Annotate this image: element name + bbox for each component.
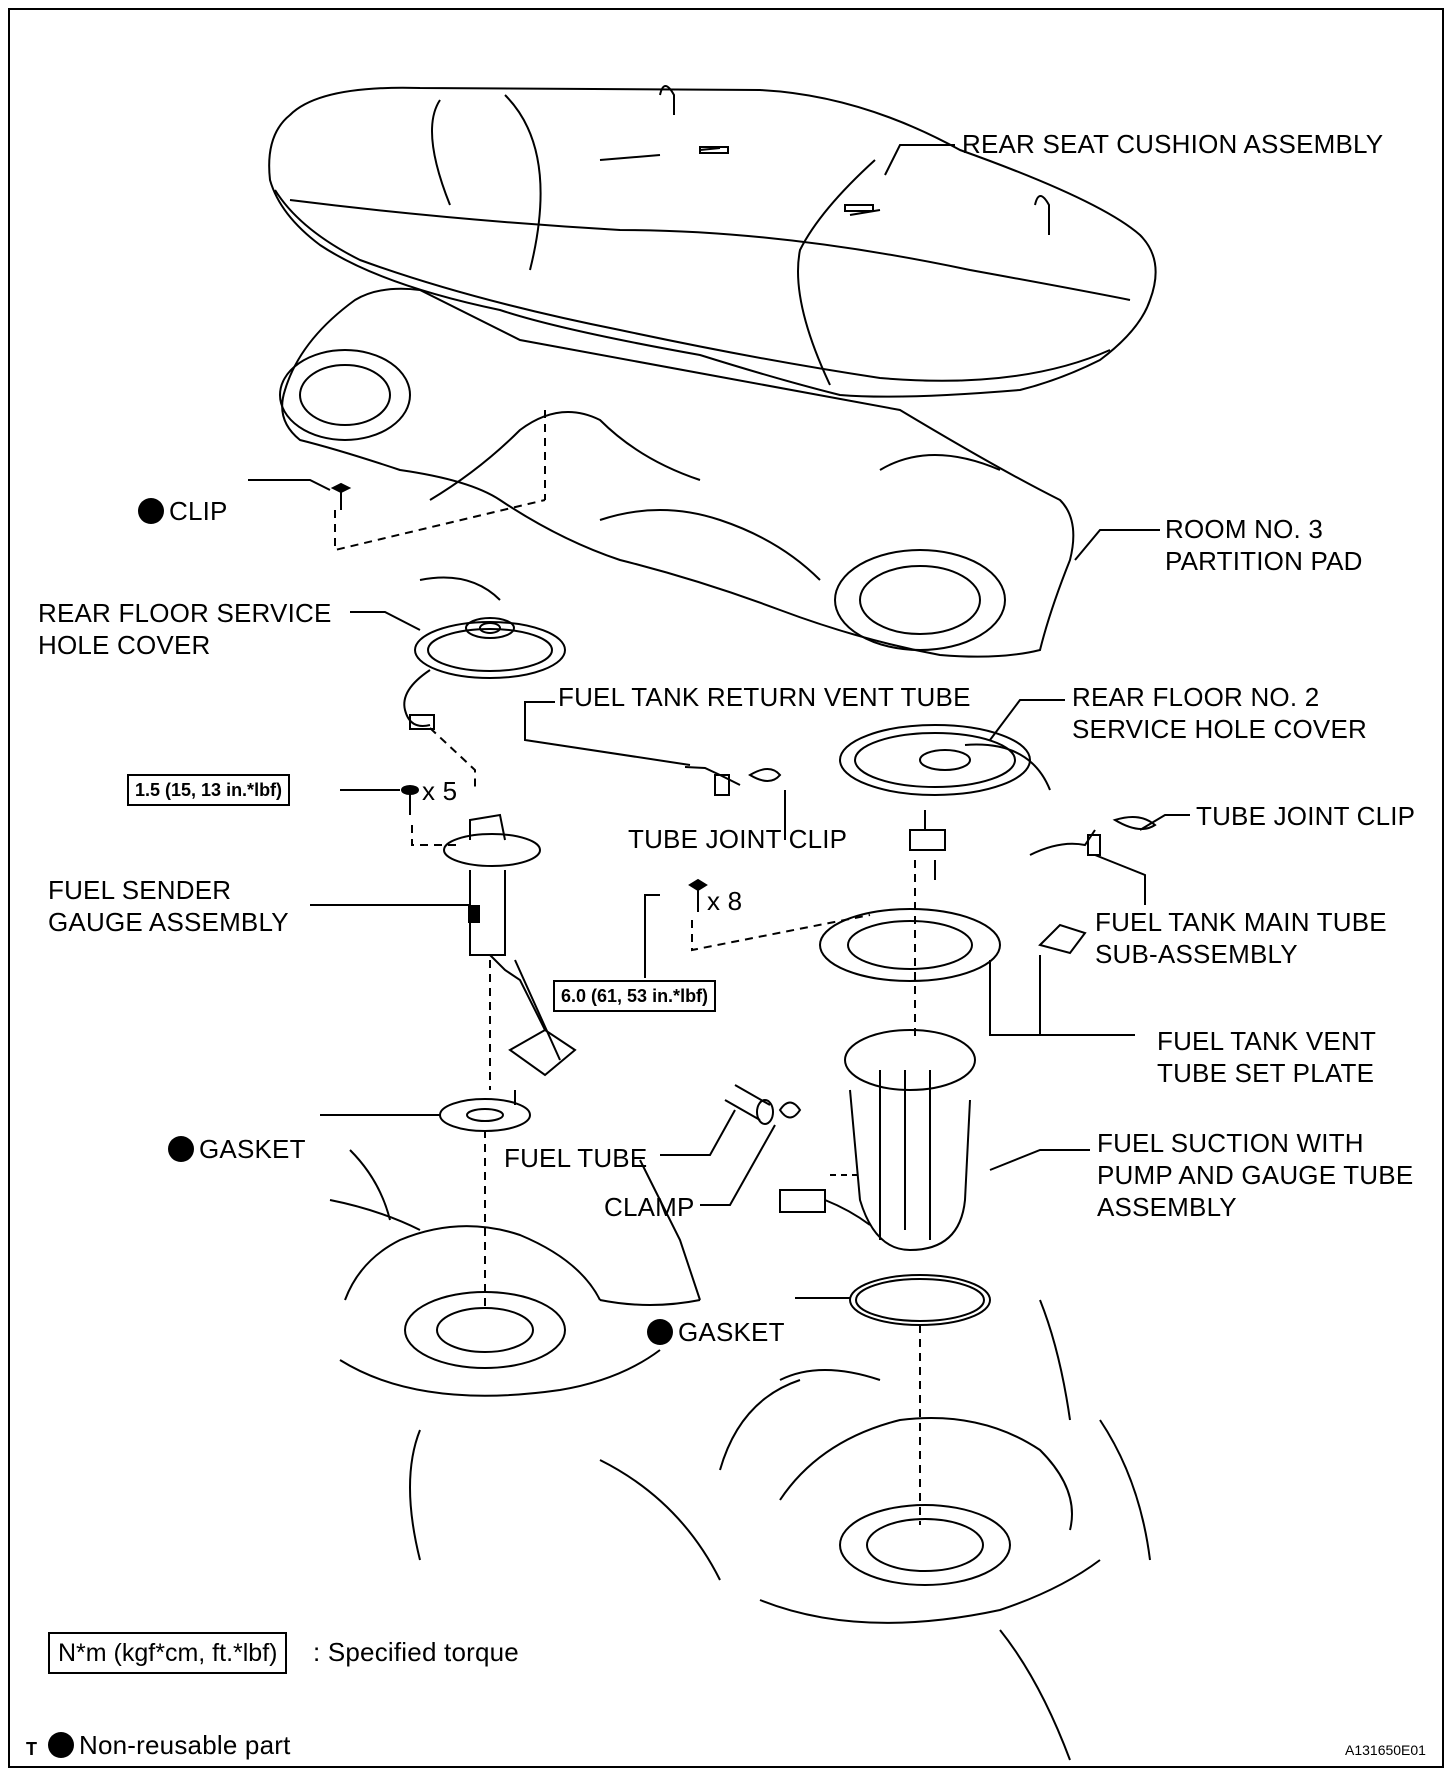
label-clip-text: CLIP <box>169 496 228 526</box>
partition-pad-drawing <box>279 287 1075 658</box>
diagram-frame <box>8 8 1444 1768</box>
rear-floor-no2-cover-drawing <box>839 724 1051 880</box>
legend-torque-box: N*m (kgf*cm, ft.*lbf) <box>48 1632 288 1674</box>
set-ring-drawing <box>819 908 1087 982</box>
label-tube-joint-clip-right: TUBE JOINT CLIP <box>1196 801 1416 831</box>
rear-floor-service-hole-cover-drawing <box>403 576 566 790</box>
label-fuel-sender-gauge: FUEL SENDER GAUGE ASSEMBLY <box>48 875 289 937</box>
label-fuel-tube: FUEL TUBE <box>504 1143 648 1173</box>
label-rear-floor-service-hole-cover: REAR FLOOR SERVICE HOLE COVER <box>38 598 332 660</box>
qty-small-bolts: x 5 <box>422 776 458 806</box>
label-room-partition-pad: ROOM NO. 3 PARTITION PAD <box>1165 514 1363 576</box>
label-clamp: CLAMP <box>604 1192 695 1222</box>
rear-seat-cushion-drawing <box>268 85 1157 398</box>
return-vent-tube-drawing <box>684 766 782 796</box>
floor-right-drawing <box>719 1299 1151 1761</box>
label-gasket-right: GASKET <box>647 1284 785 1348</box>
non-reusable-dot-icon <box>647 1319 673 1345</box>
legend-torque-text: : Specified torque <box>313 1637 519 1667</box>
legend-non-reusable: Non-reusable part <box>48 1697 291 1761</box>
small-bolt-drawing <box>401 785 460 846</box>
qty-large-bolts: x 8 <box>707 886 743 916</box>
gasket-right-drawing <box>849 1274 991 1525</box>
label-rear-seat-cushion: REAR SEAT CUSHION ASSEMBLY <box>962 129 1384 159</box>
fuel-sender-gauge-drawing <box>443 813 577 1090</box>
large-bolt-drawing <box>688 878 871 952</box>
label-gasket-left-text: GASKET <box>199 1134 306 1164</box>
label-fuel-suction-pump: FUEL SUCTION WITH PUMP AND GAUGE TUBE AS… <box>1097 1128 1414 1222</box>
fuel-pump-drawing <box>779 860 976 1252</box>
label-fuel-tank-return-vent-tube: FUEL TANK RETURN VENT TUBE <box>558 682 971 712</box>
clip-drawing <box>330 482 546 552</box>
torque-small-bolts: 1.5 (15, 13 in.*lbf) <box>127 774 291 806</box>
torque-large-bolts: 6.0 (61, 53 in.*lbf) <box>553 980 717 1012</box>
fuel-tube-drawing <box>724 1084 802 1125</box>
label-gasket-right-text: GASKET <box>678 1317 785 1347</box>
non-reusable-dot-icon <box>48 1732 74 1758</box>
label-rear-floor-no2-service-hole-cover: REAR FLOOR NO. 2 SERVICE HOLE COVER <box>1072 682 1367 744</box>
label-tube-joint-clip-left: TUBE JOINT CLIP <box>628 824 848 854</box>
label-gasket-left: GASKET <box>168 1101 306 1165</box>
label-fuel-tank-main-tube: FUEL TANK MAIN TUBE SUB-ASSEMBLY <box>1095 907 1387 969</box>
corner-mark: T <box>26 1739 38 1759</box>
legend-non-reusable-text: Non-reusable part <box>79 1730 291 1760</box>
label-fuel-tank-vent-plate: FUEL TANK VENT TUBE SET PLATE <box>1157 1026 1377 1088</box>
label-clip: CLIP <box>138 463 228 527</box>
floor-left-drawing <box>329 1149 721 1581</box>
non-reusable-dot-icon <box>168 1136 194 1162</box>
leader-lines <box>248 144 1190 1299</box>
non-reusable-dot-icon <box>138 498 164 524</box>
main-tube-drawing <box>1029 815 1157 856</box>
figure-id: A131650E01 <box>1345 1742 1426 1758</box>
gasket-left-drawing <box>439 1090 531 1310</box>
